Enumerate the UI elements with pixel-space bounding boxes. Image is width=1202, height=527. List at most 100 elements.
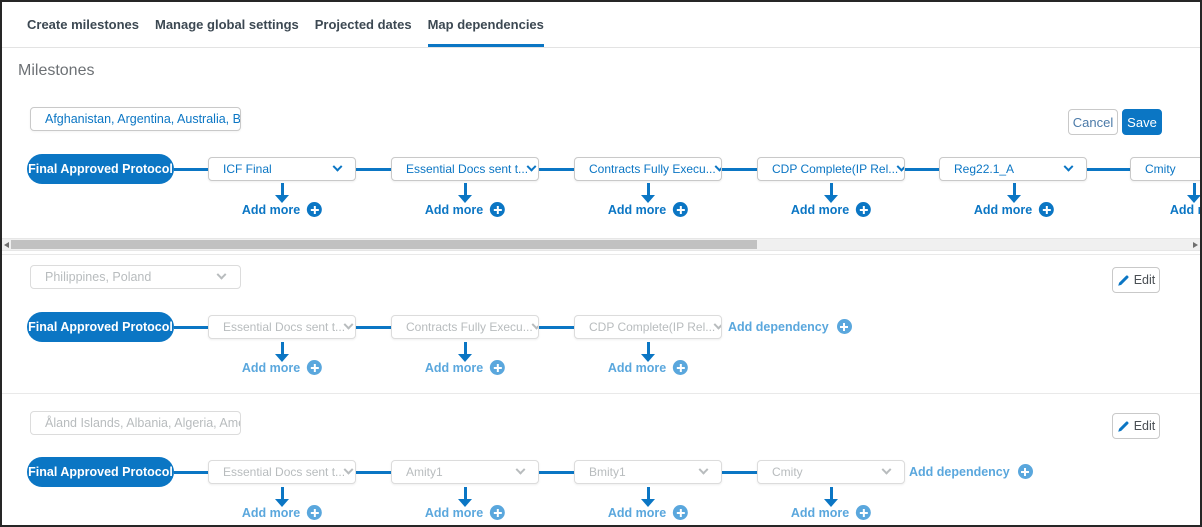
countries-select: Philippines, Poland [30,265,241,289]
tab-map-dependencies[interactable]: Map dependencies [427,2,544,47]
save-button[interactable]: Save [1122,109,1162,135]
milestone-select-value: Amity1 [406,465,443,479]
connector-line [1087,168,1130,171]
plus-circle-icon [490,202,506,217]
tab-bar: Create milestones Manage global settings… [2,2,1200,48]
edit-button[interactable]: Edit [1112,413,1160,439]
add-more-label: Add more [424,202,484,217]
connector-line [539,168,574,171]
add-more-label: Add more [790,505,850,520]
plus-circle-icon [836,319,852,334]
add-more-label: Add more [607,360,667,375]
add-more-link[interactable]: Add more [1169,202,1200,217]
plus-circle-icon [1039,202,1055,217]
countries-select[interactable]: Afghanistan, Argentina, Australia, Bel..… [30,107,241,131]
scrollbar-right-arrow-icon[interactable] [1191,239,1200,250]
scrollbar-thumb[interactable] [11,240,757,249]
edit-button-label: Edit [1133,273,1156,287]
milestone-select-value: Cmity [1145,162,1176,176]
add-more-label: Add more [1169,202,1200,217]
add-dependency-label: Add dependency [909,464,1010,479]
chevron-down-icon [216,269,227,280]
milestone-select-value: Essential Docs sent t... [406,162,529,176]
add-more-label: Add more [241,202,301,217]
plus-circle-icon [490,360,506,375]
add-more-link[interactable]: Add more [973,202,1055,217]
countries-select-value: Philippines, Poland [45,270,152,284]
chevron-down-icon [343,319,354,330]
add-more-label: Add more [241,360,301,375]
add-dependency-link[interactable]: Add dependency [728,319,852,334]
add-more-link[interactable]: Add more [241,360,323,375]
arrow-down-icon [640,342,656,362]
add-more-link[interactable]: Add more [241,202,323,217]
chevron-down-icon [698,464,709,475]
add-more-link[interactable]: Add more [608,505,689,520]
milestone-select-value: Reg22.1_A [954,162,1015,176]
root-milestone-pill: Final Approved Protocol [27,312,174,342]
arrow-down-icon [457,487,473,507]
milestone-select: Bmity1 [574,460,722,484]
milestone-select: Amity1 [391,460,539,484]
chevron-down-icon [881,464,892,475]
pencil-icon [1117,420,1129,432]
milestone-select[interactable]: Contracts Fully Execu... [574,157,722,181]
arrow-down-icon [1186,183,1200,203]
add-more-link[interactable]: Add more [608,202,689,217]
add-more-link[interactable]: Add more [425,360,506,375]
milestone-select-value: Cmity [772,465,803,479]
cancel-button[interactable]: Cancel [1068,109,1118,135]
tab-manage-global-settings[interactable]: Manage global settings [155,17,299,32]
add-more-label: Add more [424,505,484,520]
connector-line [356,326,391,329]
connector-line [539,471,574,474]
connector-line [722,168,757,171]
milestone-select[interactable]: Cmity [1130,157,1200,181]
arrow-down-icon [274,487,290,507]
add-more-link[interactable]: Add more [424,202,506,217]
milestone-select-value: ICF Final [223,162,272,176]
scrollbar-left-arrow-icon[interactable] [2,239,11,250]
arrow-down-icon [457,342,473,362]
milestone-select: Essential Docs sent t... [208,315,356,339]
plus-circle-icon [856,505,872,520]
milestone-select: Contracts Fully Execu... [391,315,539,339]
milestone-select[interactable]: ICF Final [208,157,356,181]
chevron-down-icon [343,464,354,475]
plus-circle-icon [856,202,872,217]
chevron-down-icon [526,161,537,172]
connector-line [722,471,757,474]
connector-line [539,326,574,329]
horizontal-scrollbar[interactable] [2,238,1200,251]
milestone-select-value: Bmity1 [589,465,626,479]
plus-circle-icon [673,360,689,375]
chevron-down-icon [515,464,526,475]
arrow-down-icon [640,487,656,507]
add-more-link[interactable]: Add more [790,202,872,217]
add-more-link[interactable]: Add more [241,505,323,520]
connector-line [905,168,939,171]
arrow-down-icon [274,342,290,362]
milestone-select-value: Essential Docs sent t... [223,320,346,334]
tab-create-milestones[interactable]: Create milestones [27,17,139,32]
add-more-label: Add more [790,202,850,217]
tab-projected-dates[interactable]: Projected dates [314,17,412,32]
milestone-select: CDP Complete(IP Rel... [574,315,722,339]
milestone-select[interactable]: Reg22.1_A [939,157,1087,181]
edit-button[interactable]: Edit [1112,267,1160,293]
plus-circle-icon [1017,464,1033,479]
milestone-select-value: CDP Complete(IP Rel... [589,320,716,334]
add-more-label: Add more [973,202,1033,217]
milestone-select[interactable]: Essential Docs sent t... [391,157,539,181]
add-more-link[interactable]: Add more [607,360,689,375]
root-milestone-pill: Final Approved Protocol [27,457,174,487]
add-dependency-link[interactable]: Add dependency [909,464,1033,479]
milestone-select[interactable]: CDP Complete(IP Rel... [757,157,905,181]
arrow-down-icon [457,183,473,203]
add-more-label: Add more [241,505,301,520]
add-more-link[interactable]: Add more [424,505,506,520]
milestone-select-value: Contracts Fully Execu... [406,320,533,334]
add-more-link[interactable]: Add more [790,505,872,520]
chevron-down-icon [332,161,343,172]
milestone-select-value: CDP Complete(IP Rel... [772,162,899,176]
